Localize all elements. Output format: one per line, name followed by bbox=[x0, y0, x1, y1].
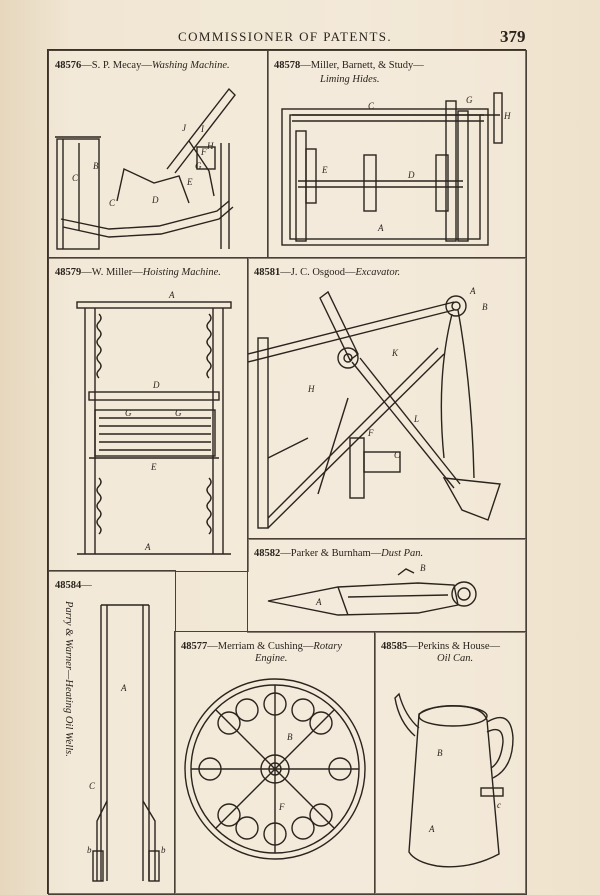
figure-caption-title: Engine. bbox=[255, 653, 288, 664]
svg-text:G: G bbox=[125, 408, 132, 418]
svg-text:E: E bbox=[150, 462, 157, 472]
figure-caption: 48579—W. Miller—Hoisting Machine. bbox=[55, 267, 221, 278]
svg-text:J: J bbox=[182, 123, 187, 133]
heating-oil-wells-drawing: A C b b bbox=[87, 604, 166, 882]
hoisting-machine-drawing: A D G G E A bbox=[76, 290, 232, 555]
figure-caption-title: Liming Hides. bbox=[320, 74, 380, 85]
figure-48582-dust-pan: 48582—Parker & Burnham—Dust Pan. A B bbox=[247, 538, 527, 633]
washing-machine-drawing: J I H F G E B C C D bbox=[55, 87, 236, 250]
running-head: COMMISSIONER OF PATENTS. bbox=[178, 29, 393, 44]
svg-text:E: E bbox=[186, 177, 193, 187]
svg-text:A: A bbox=[469, 286, 476, 296]
figure-caption: 48584— bbox=[55, 580, 92, 591]
svg-text:E: E bbox=[321, 165, 328, 175]
oil-can-drawing: B A c bbox=[394, 692, 514, 868]
svg-text:A: A bbox=[144, 542, 151, 552]
page-number: 379 bbox=[500, 27, 526, 46]
svg-text:A: A bbox=[428, 824, 435, 834]
figure-caption: 48581—J. C. Osgood—Excavator. bbox=[254, 267, 401, 278]
svg-text:B: B bbox=[482, 302, 488, 312]
liming-hides-drawing: C G H E D A bbox=[281, 92, 511, 246]
svg-text:G: G bbox=[195, 161, 202, 171]
svg-text:C: C bbox=[368, 101, 375, 111]
svg-text:C: C bbox=[394, 450, 401, 460]
svg-text:F: F bbox=[367, 428, 374, 438]
svg-text:A: A bbox=[315, 597, 322, 607]
figure-48581-excavator: 48581—J. C. Osgood—Excavator. bbox=[247, 257, 527, 540]
svg-text:A: A bbox=[120, 683, 127, 693]
figure-caption: 48576—S. P. Mecay—Washing Machine. bbox=[55, 60, 230, 71]
svg-text:K: K bbox=[391, 348, 399, 358]
figure-48576-washing-machine: 48576—S. P. Mecay—Washing Machine. bbox=[48, 50, 269, 259]
rotary-engine-drawing: B F bbox=[184, 678, 366, 860]
svg-text:A: A bbox=[168, 290, 175, 300]
dust-pan-drawing: A B bbox=[267, 563, 477, 616]
svg-text:C: C bbox=[89, 781, 96, 791]
svg-text:D: D bbox=[407, 170, 415, 180]
figure-caption-title: Oil Can. bbox=[437, 653, 474, 664]
svg-text:A: A bbox=[377, 223, 384, 233]
svg-text:b: b bbox=[161, 845, 166, 855]
svg-text:C: C bbox=[72, 173, 79, 183]
svg-text:F: F bbox=[278, 802, 285, 812]
svg-text:c: c bbox=[497, 800, 501, 810]
figure-caption: 48585—Perkins & House— bbox=[381, 641, 500, 652]
svg-text:H: H bbox=[307, 384, 315, 394]
svg-text:b: b bbox=[87, 845, 92, 855]
figure-48585-oil-can: 48585—Perkins & House— Oil Can. B A c bbox=[374, 631, 527, 895]
figure-caption: 48577—Merriam & Cushing—Rotary bbox=[181, 641, 342, 652]
excavator-drawing: A B K H L F C bbox=[248, 286, 501, 529]
figure-caption: 48578—Miller, Barnett, & Study— bbox=[274, 60, 424, 71]
figure-caption-vertical: Parry & Warner—Heating Oil Wells. bbox=[63, 601, 74, 757]
svg-text:B: B bbox=[93, 161, 99, 171]
svg-text:G: G bbox=[175, 408, 182, 418]
svg-text:H: H bbox=[206, 141, 214, 151]
figure-48578-liming-hides: 48578—Miller, Barnett, & Study— Liming H… bbox=[267, 50, 527, 259]
figure-48579-hoisting-machine: 48579—W. Miller—Hoisting Machine. bbox=[48, 257, 249, 572]
svg-text:I: I bbox=[200, 124, 205, 134]
svg-text:B: B bbox=[437, 748, 443, 758]
svg-text:B: B bbox=[287, 732, 293, 742]
svg-text:F: F bbox=[200, 147, 207, 157]
svg-text:L: L bbox=[413, 414, 419, 424]
svg-text:G: G bbox=[466, 95, 473, 105]
figure-48577-rotary-engine: 48577—Merriam & Cushing—Rotary Engine. bbox=[174, 631, 376, 895]
figure-plate: 48576—S. P. Mecay—Washing Machine. bbox=[47, 49, 527, 895]
figure-48584-heating-oil-wells: 48584— Parry & Warner—Heating Oil Wells.… bbox=[48, 570, 176, 895]
svg-text:D: D bbox=[151, 195, 159, 205]
svg-text:C: C bbox=[109, 198, 116, 208]
svg-text:H: H bbox=[503, 111, 511, 121]
figure-caption: 48582—Parker & Burnham—Dust Pan. bbox=[254, 548, 424, 559]
svg-text:D: D bbox=[152, 380, 160, 390]
svg-text:B: B bbox=[420, 563, 426, 573]
